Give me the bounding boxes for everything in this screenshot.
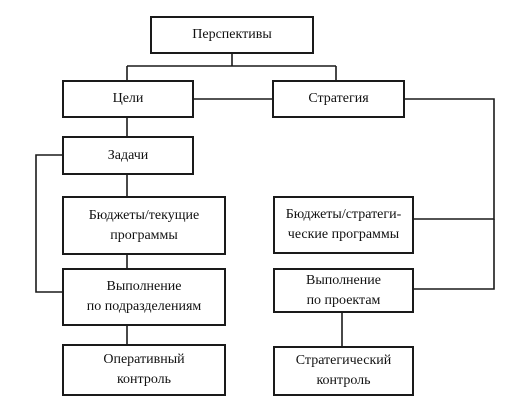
node-execution-projects: Выполнение по проектам (273, 268, 414, 313)
node-strategic-control: Стратегический контроль (273, 346, 414, 396)
node-execution-units: Выполнение по подразделениям (62, 268, 226, 326)
node-budgets-current: Бюджеты/текущие программы (62, 196, 226, 255)
node-strategy: Стратегия (272, 80, 405, 118)
node-perspectives: Перспективы (150, 16, 314, 54)
node-tasks: Задачи (62, 136, 194, 175)
node-goals: Цели (62, 80, 194, 118)
connector-right-bracket-execution (414, 219, 495, 290)
node-operational-control: Оперативный контроль (62, 344, 226, 396)
node-budgets-strategic: Бюджеты/стратеги- ческие программы (273, 196, 414, 254)
connector-left-bracket (35, 154, 62, 293)
connector-strategy-right-bracket (405, 98, 495, 220)
